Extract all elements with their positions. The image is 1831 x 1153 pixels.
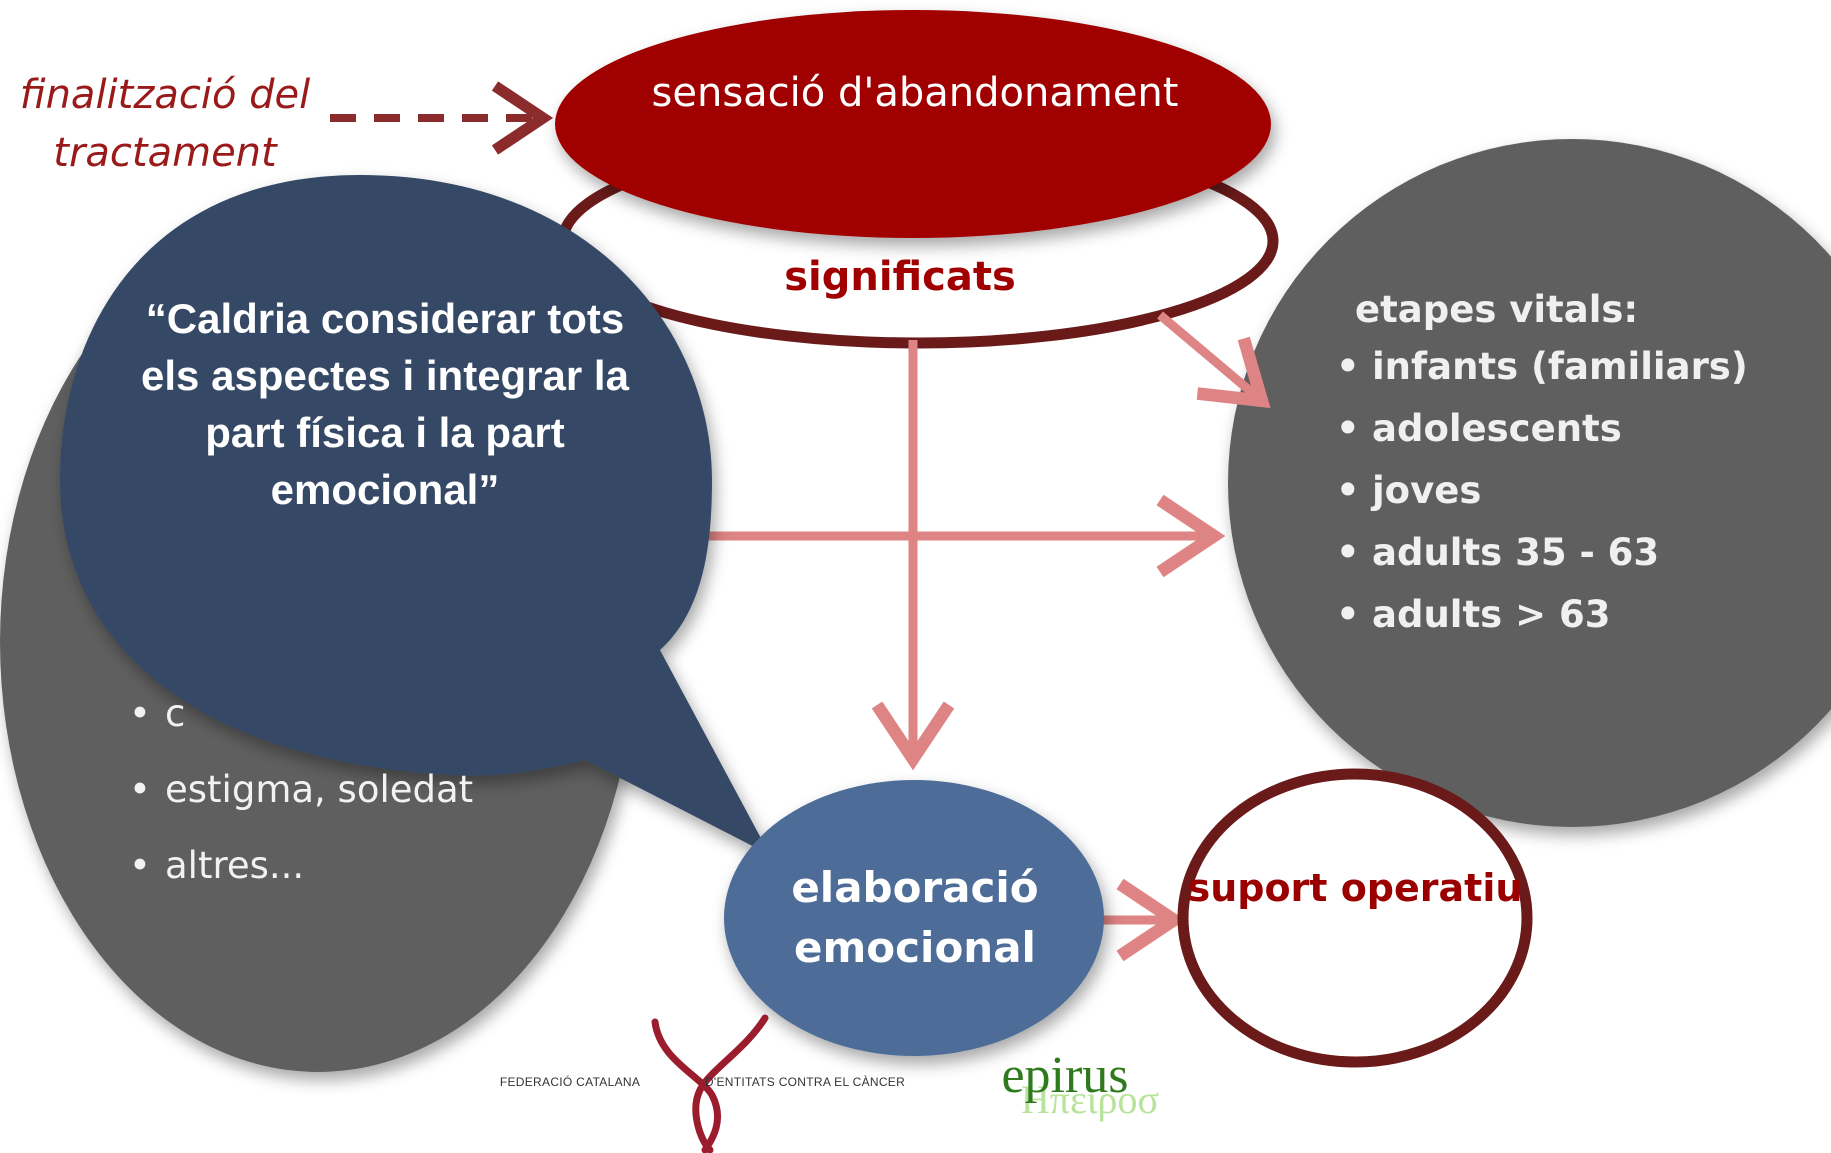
life-stages-list: etapes vitals: infants (familiars) adole… [1320, 288, 1800, 655]
life-stage-item: joves [1320, 469, 1800, 513]
federation-logo-mark [651, 1014, 769, 1153]
epirus-logo: epirus [1001, 1047, 1129, 1104]
arrow-to-life-stages [1157, 311, 1271, 409]
left-factor-item: c [125, 692, 565, 768]
life-stages-heading: etapes vitals: [1355, 288, 1639, 331]
operational-support-label: suport operatiu [1187, 866, 1523, 910]
abandonment-ellipse [555, 10, 1271, 238]
life-stage-item: adolescents [1320, 407, 1800, 451]
epirus-greek-logo: Ηπειροσ [1020, 1077, 1160, 1122]
left-factor-item: estigma, soledat [125, 768, 565, 844]
federation-name-left: FEDERACIÓ CATALANA [499, 1075, 641, 1089]
abandonment-label: sensació d'abandonament [651, 70, 1179, 116]
treatment-end-label: finalització del tractament [19, 72, 311, 176]
life-stage-item: adults 35 - 63 [1320, 531, 1800, 575]
meanings-label: significats [784, 254, 1016, 300]
quote-text: “Caldria considerar tots els aspectes i … [141, 295, 629, 513]
life-stage-item: infants (familiars) [1320, 345, 1800, 389]
left-factor-item: altres... [125, 844, 565, 920]
emotional-processing-ellipse [724, 780, 1104, 1056]
quote-bubble [60, 175, 770, 855]
federation-name-right: D'ENTITATS CONTRA EL CÀNCER [704, 1075, 906, 1089]
life-stage-item: adults > 63 [1320, 593, 1800, 637]
emotional-processing-label: elaboració emocional [791, 863, 1039, 972]
left-factors-list: c estigma, soledat altres... [125, 692, 565, 920]
operational-support-ellipse [1177, 768, 1533, 1068]
